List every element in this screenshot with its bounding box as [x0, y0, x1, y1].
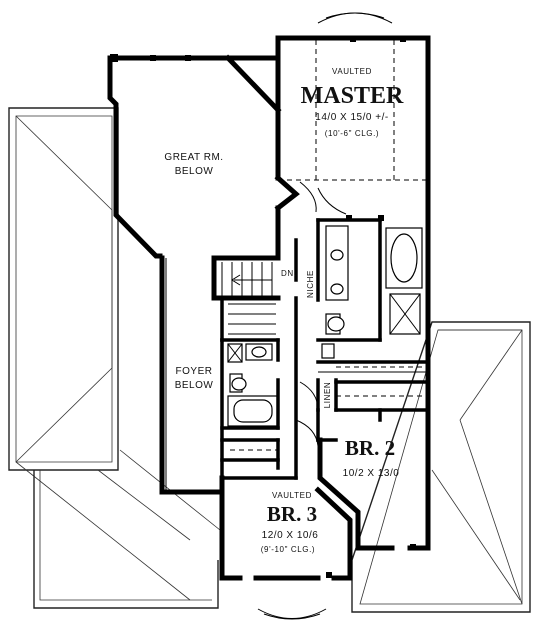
master-name: MASTER: [301, 83, 404, 109]
br2-name: BR. 2: [345, 436, 395, 460]
foyer-below: BELOW: [175, 380, 214, 391]
exterior-walls: [107, 35, 431, 581]
linen-label: LINEN: [323, 382, 332, 409]
br3-note: VAULTED: [272, 491, 312, 500]
sink-icon: [330, 283, 344, 295]
br3-size: 12/0 X 10/6: [262, 530, 319, 541]
master-size: 14/0 X 15/0 +/-: [315, 112, 388, 123]
closets: [316, 343, 430, 412]
master-ceiling: (10'-6" CLG.): [325, 129, 379, 138]
posts: [110, 36, 416, 578]
br3-bay-arc: [257, 608, 327, 619]
stair-down-label: DN.: [281, 269, 297, 278]
foyer-label: FOYER: [176, 366, 213, 377]
left-roof: [8, 107, 221, 609]
hall-walls: [294, 238, 382, 480]
br2-size: 10/2 X 13/0: [343, 468, 400, 479]
hall-bath: [220, 338, 298, 480]
sink-icon: [330, 249, 344, 261]
great-room-below: BELOW: [175, 166, 214, 177]
master-interior: [278, 40, 428, 215]
master-bay-arc: [317, 12, 393, 24]
br3-name: BR. 3: [267, 502, 317, 526]
niche-label: NICHE: [306, 270, 315, 298]
br3-ceiling: (9'-10" CLG.): [261, 545, 315, 554]
stairs: [211, 255, 281, 342]
right-roof: [351, 321, 531, 613]
master-note: VAULTED: [332, 67, 372, 76]
master-bath: [316, 218, 423, 342]
great-room-label: GREAT RM.: [164, 152, 223, 163]
room-labels: VAULTED MASTER 14/0 X 15/0 +/- (10'-6" C…: [164, 67, 404, 554]
